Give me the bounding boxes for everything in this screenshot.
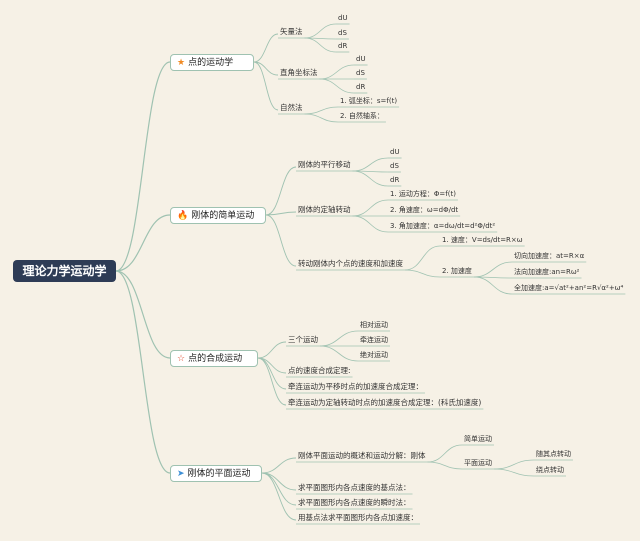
- connector-line: [352, 199, 389, 217]
- topic-node[interactable]: 直角坐标法: [280, 68, 318, 77]
- topic-node[interactable]: 全加速度:a=√at²+an²=R√α²+ω⁴: [514, 284, 624, 292]
- connector-line: [261, 457, 297, 474]
- topic-node[interactable]: 相对运动: [360, 321, 388, 329]
- branch-node[interactable]: ★点的运动学: [170, 53, 254, 71]
- branch-connector: [115, 270, 171, 359]
- connector-line: [473, 261, 513, 278]
- connector-line: [257, 341, 287, 359]
- connector-line: [473, 276, 513, 295]
- topic-node[interactable]: dS: [356, 69, 365, 77]
- connector-line: [253, 33, 279, 63]
- connector-line: [265, 166, 297, 216]
- connector-line: [319, 64, 355, 80]
- root-node[interactable]: 理论力学运动学: [13, 260, 116, 282]
- topic-node[interactable]: 刚体的定轴转动: [298, 205, 351, 214]
- connector-line: [352, 215, 389, 233]
- star-outline-icon: ☆: [177, 353, 186, 364]
- topic-node[interactable]: 简单运动: [464, 435, 492, 443]
- topic-node[interactable]: 三个运动: [288, 335, 318, 344]
- connector-line: [352, 157, 389, 172]
- branch-label: 点的运动学: [188, 57, 234, 68]
- connector-line: [261, 472, 297, 521]
- topic-node[interactable]: 3. 角加速度：α=dω/dt=d²Φ/dt²: [390, 222, 496, 230]
- connector-line: [265, 211, 297, 216]
- branch-label: 点的合成运动: [188, 353, 243, 364]
- topic-node[interactable]: dU: [390, 148, 400, 156]
- connector-line: [261, 472, 297, 491]
- topic-node[interactable]: 自然法: [280, 103, 303, 112]
- connector-line: [319, 345, 359, 362]
- topic-node[interactable]: dS: [390, 162, 399, 170]
- branch-label: 刚体的简单运动: [191, 210, 255, 221]
- branch-connector: [115, 61, 171, 272]
- fire-icon: 🔥: [177, 210, 189, 221]
- topic-node[interactable]: 矢量法: [280, 27, 303, 36]
- topic-node[interactable]: dU: [338, 14, 348, 22]
- topic-node[interactable]: 2. 加速度: [442, 267, 472, 275]
- topic-node[interactable]: dR: [390, 176, 400, 184]
- topic-node[interactable]: 点的速度合成定理:: [288, 366, 351, 375]
- branch-node[interactable]: ➤刚体的平面运动: [170, 464, 262, 482]
- topic-node[interactable]: 法向加速度:an=Rω²: [514, 268, 580, 276]
- topic-node[interactable]: 牵连运动为定轴转动时点的加速度合成定理：(科氏加速度): [288, 398, 482, 407]
- connector-line: [265, 214, 297, 267]
- connector-line: [257, 357, 287, 374]
- connector-line: [493, 468, 535, 477]
- topic-node[interactable]: 用基点法求平面图形内各点加速度：: [298, 513, 418, 522]
- connector-line: [493, 459, 535, 470]
- topic-node[interactable]: dR: [338, 42, 348, 50]
- topic-node[interactable]: dR: [356, 83, 366, 91]
- topic-node[interactable]: 刚体的平行移动: [298, 160, 351, 169]
- connector-line: [304, 23, 337, 39]
- paper-plane-icon: ➤: [177, 468, 185, 479]
- topic-node[interactable]: 1. 速度：V=ds/dt=R×ω: [442, 236, 523, 244]
- topic-node[interactable]: 牵连运动: [360, 336, 388, 344]
- branch-node[interactable]: 🔥刚体的简单运动: [170, 206, 266, 224]
- connector-line: [319, 78, 355, 94]
- topic-node[interactable]: 平面运动: [464, 459, 492, 467]
- connector-line: [304, 37, 337, 53]
- topic-node[interactable]: 绕点转动: [536, 466, 564, 474]
- connector-line: [304, 106, 339, 115]
- topic-node[interactable]: 求平面图形内各点速度的基点法：: [298, 483, 411, 492]
- topic-node[interactable]: dS: [338, 29, 347, 37]
- topic-node[interactable]: 转动刚体内个点的速度和加速度: [298, 259, 403, 268]
- connector-line: [319, 330, 359, 347]
- star-icon: ★: [177, 57, 186, 68]
- topic-node[interactable]: 牵连运动为平移时点的加速度合成定理：: [288, 382, 423, 391]
- branch-node[interactable]: ☆点的合成运动: [170, 349, 258, 367]
- connector-line: [257, 357, 287, 406]
- connector-line: [253, 61, 279, 111]
- connector-line: [304, 113, 339, 123]
- topic-node[interactable]: 求平面图形内各点速度的瞬时法：: [298, 498, 411, 507]
- topic-node[interactable]: 1. 弧坐标：s=f(t): [340, 97, 398, 105]
- topic-node[interactable]: 2. 角速度：ω=dΦ/dt: [390, 206, 459, 214]
- branch-connector: [115, 214, 171, 272]
- connector-line: [404, 245, 441, 271]
- connector-line: [427, 461, 463, 470]
- topic-node[interactable]: 切向加速度：at=R×α: [514, 252, 585, 260]
- connector-line: [404, 269, 441, 278]
- branch-label: 刚体的平面运动: [187, 468, 251, 479]
- topic-node[interactable]: 绝对运动: [360, 351, 388, 359]
- branch-connector: [115, 270, 171, 474]
- topic-node[interactable]: 2. 自然轴系：: [340, 112, 384, 120]
- connector-line: [257, 357, 287, 390]
- topic-node[interactable]: 1. 运动方程：Φ=f(t): [390, 190, 456, 198]
- topic-node[interactable]: dU: [356, 55, 366, 63]
- connector-line: [427, 444, 463, 463]
- topic-node[interactable]: 刚体平面运动的概述和运动分解：刚体: [298, 451, 426, 460]
- connector-line: [352, 170, 389, 187]
- topic-node[interactable]: 随其点转动: [536, 450, 571, 458]
